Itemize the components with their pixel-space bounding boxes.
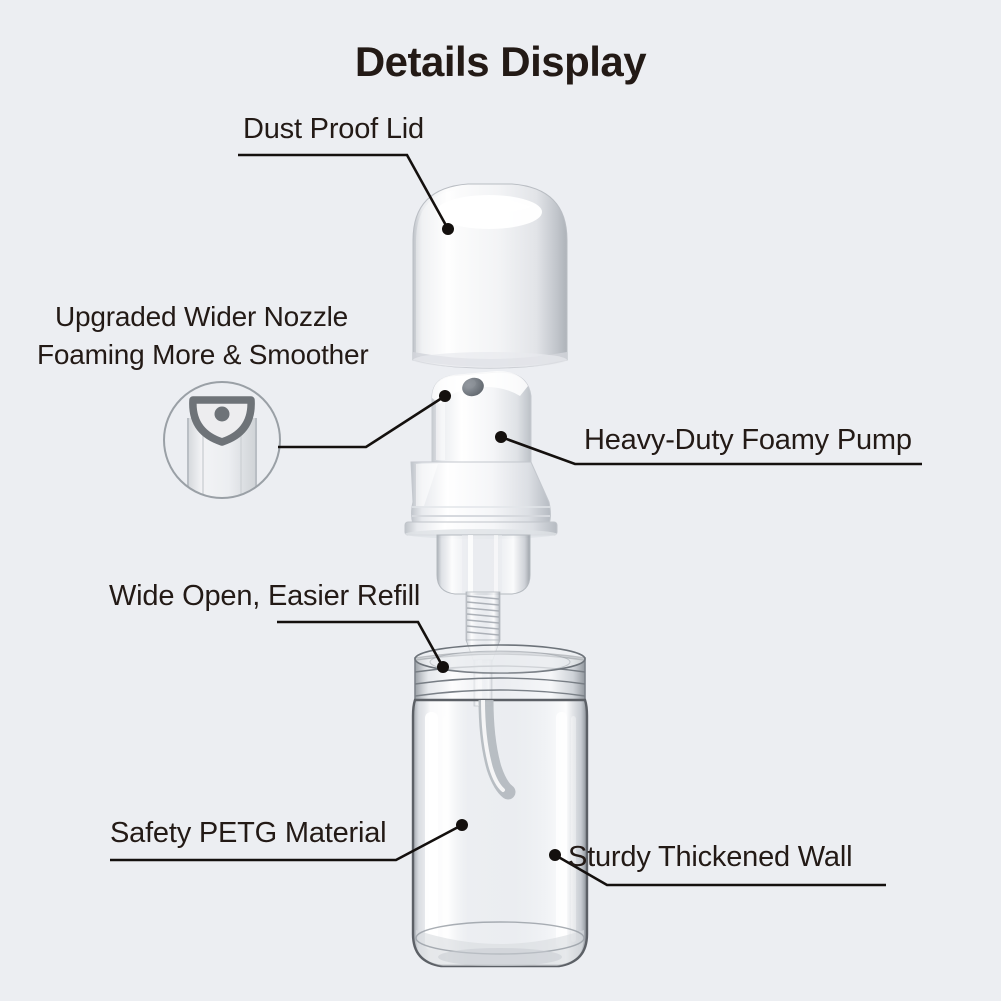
petg-bottle-graphic xyxy=(411,644,589,968)
callout-label-dust-proof-lid: Dust Proof Lid xyxy=(243,113,424,145)
bottle-thread-3 xyxy=(414,689,586,697)
dot-thickened-wall xyxy=(549,849,561,861)
leader-dust-proof-lid xyxy=(238,153,450,230)
dot-safety-petg xyxy=(456,819,468,831)
callout-label-thickened-wall: Sturdy Thickened Wall xyxy=(568,841,853,873)
wide-nozzle-detail-inset xyxy=(163,381,281,499)
inset-circle-outline xyxy=(163,381,281,499)
dot-upgraded-nozzle xyxy=(439,390,451,402)
leader-wide-open-refill xyxy=(277,620,445,668)
leader-dots xyxy=(437,223,561,861)
dot-heavy-duty-pump xyxy=(495,431,507,443)
nozzle-center-dot xyxy=(214,406,230,422)
bottle-thread-2 xyxy=(414,677,586,685)
leader-safety-petg xyxy=(110,823,463,862)
leader-thickened-wall xyxy=(554,853,886,887)
page-title: Details Display xyxy=(354,38,647,85)
callout-label-wide-open-refill: Wide Open, Easier Refill xyxy=(109,580,421,612)
callout-label-safety-petg: Safety PETG Material xyxy=(110,817,387,849)
bottle-body xyxy=(411,698,589,968)
foamy-pump-head-graphic xyxy=(404,371,558,539)
leader-lines xyxy=(110,153,922,887)
dot-wide-open-refill xyxy=(437,661,449,673)
callout-label-heavy-duty-pump: Heavy-Duty Foamy Pump xyxy=(584,424,912,456)
callout-label-upgraded-nozzle-line2: Foaming More & Smoother xyxy=(37,339,369,370)
callout-label-upgraded-nozzle-line1: Upgraded Wider Nozzle xyxy=(55,301,349,332)
leader-upgraded-nozzle xyxy=(278,394,446,449)
leader-heavy-duty-pump xyxy=(500,435,922,466)
dot-dust-proof-lid xyxy=(442,223,454,235)
dip-tube-lower xyxy=(478,700,516,800)
dust-proof-lid-graphic xyxy=(412,183,568,369)
